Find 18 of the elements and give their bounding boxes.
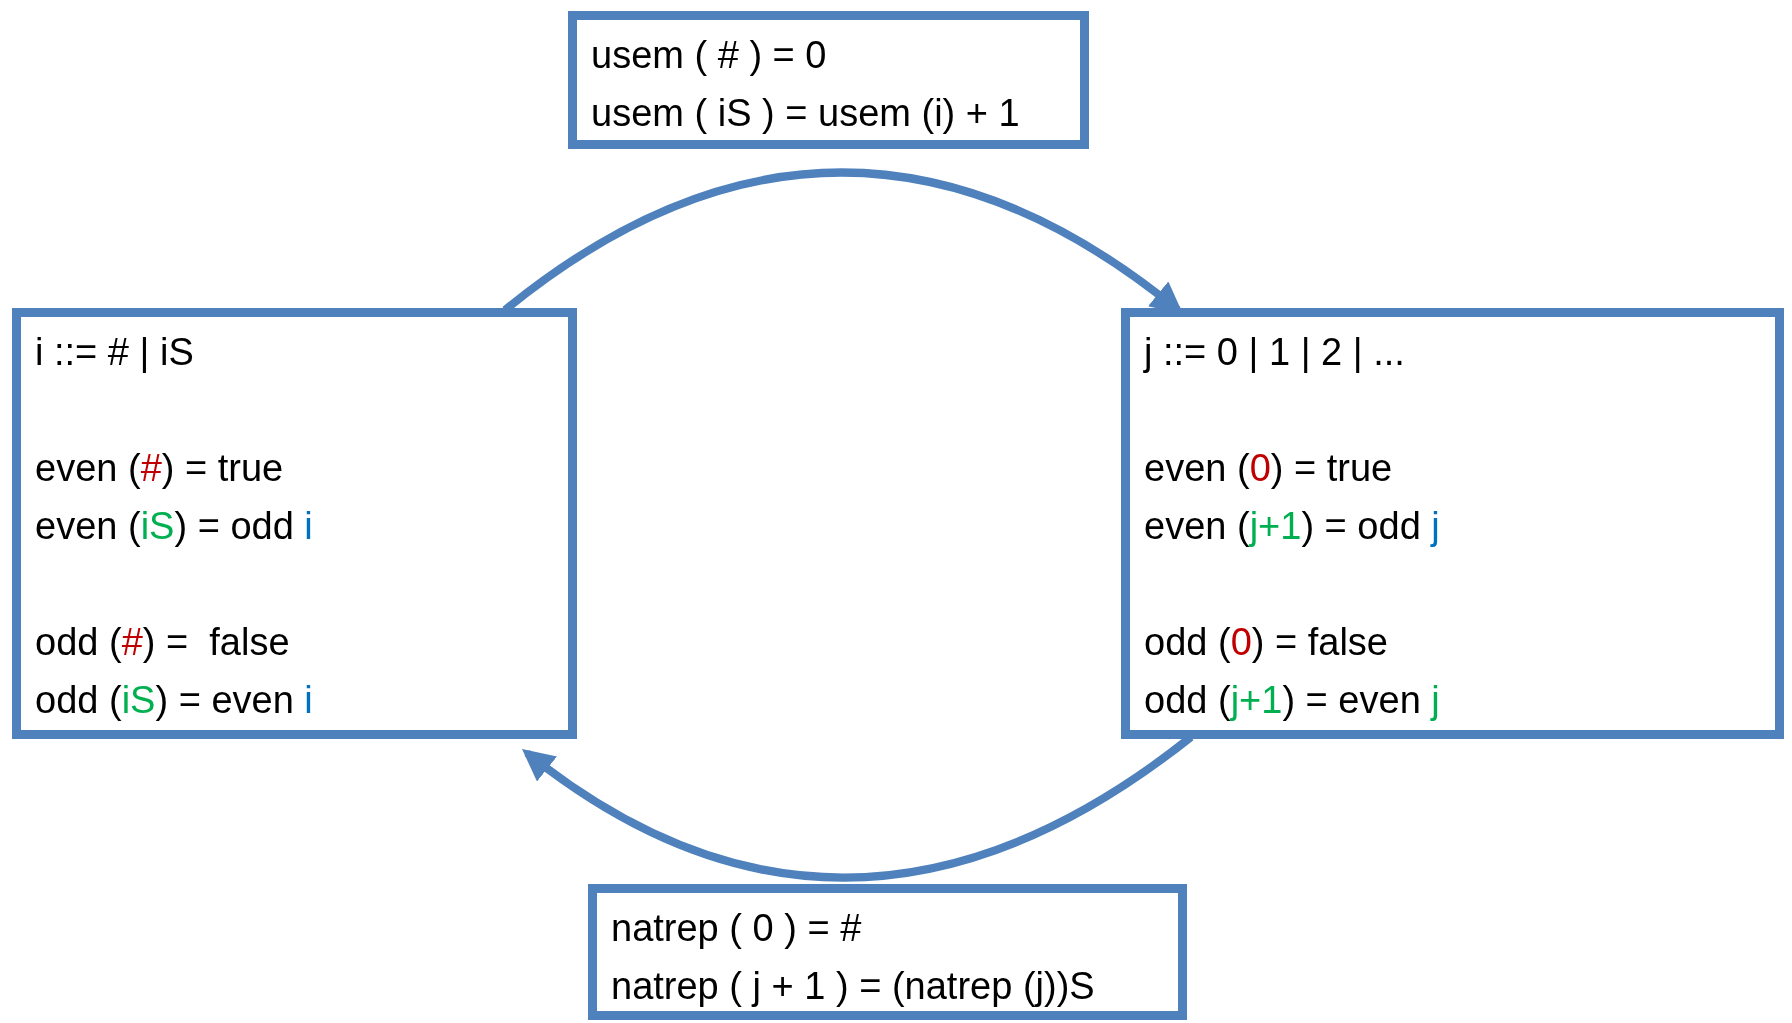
equation-text: odd (iS) = even i <box>35 678 313 723</box>
equation-text: odd (#) = false <box>35 620 290 665</box>
equation-text: odd (j+1) = even j <box>1144 678 1440 723</box>
equation-text: even (#) = true <box>35 446 284 491</box>
equation-text: odd (0) = false <box>1144 620 1388 665</box>
equation-box <box>568 11 1089 149</box>
equation-box <box>12 308 577 739</box>
equation-text: natrep ( 0 ) = # <box>611 906 862 951</box>
equation-box <box>588 884 1187 1020</box>
equation-text: even (0) = true <box>1144 446 1393 491</box>
equation-box <box>1121 308 1784 739</box>
equation-text: natrep ( j + 1 ) = (natrep (j))S <box>611 964 1095 1009</box>
equation-text: j ::= 0 | 1 | 2 | ... <box>1144 330 1405 375</box>
equation-text: usem ( iS ) = usem (i) + 1 <box>591 91 1020 136</box>
equation-text: even (j+1) = odd j <box>1144 504 1440 549</box>
equation-text: usem ( # ) = 0 <box>591 33 827 78</box>
equation-text: even (iS) = odd i <box>35 504 313 549</box>
equation-text: i ::= # | iS <box>35 330 194 375</box>
